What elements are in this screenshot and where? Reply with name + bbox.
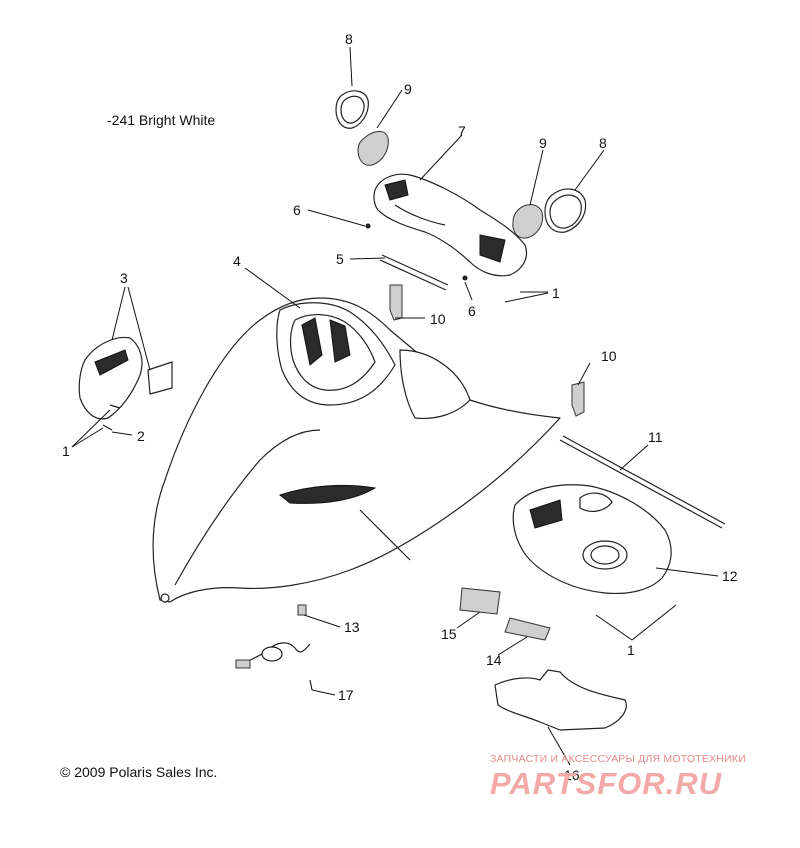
callout-label: 11	[648, 429, 663, 445]
callout-label: 6	[293, 202, 301, 218]
callout-label: 7	[458, 123, 466, 139]
callout-label: 16	[564, 767, 580, 783]
leader-lines	[71, 46, 719, 766]
callout-label: 1	[552, 285, 560, 301]
callout-label: 1	[627, 642, 635, 658]
bolt-part	[309, 679, 313, 691]
gauge-lens-right	[512, 204, 544, 239]
callout-label: 8	[345, 31, 353, 47]
callout-label: 10	[430, 311, 446, 327]
decal-part	[459, 587, 501, 615]
callout-label: 10	[601, 348, 617, 364]
hood-part	[152, 297, 561, 603]
watermark-tagline: ЗАПЧАСТИ И АКСЕССУАРЫ ДЛЯ МОТОТЕХНИКИ	[490, 753, 746, 765]
callout-label: 8	[599, 135, 607, 151]
callout-label: 9	[404, 81, 412, 97]
callout-label: 2	[137, 428, 145, 444]
color-note: -241 Bright White	[107, 112, 216, 128]
screw-icon	[365, 223, 371, 229]
liner-part	[494, 669, 627, 731]
callout-label: 3	[120, 270, 128, 286]
callout-label: 1	[62, 443, 70, 459]
storage-bin-part	[512, 484, 672, 595]
callout-labels: 8 9 7 9 8 6 5 1 6 10 4 3 10 2 1 11 12 13…	[62, 31, 738, 783]
callout-label: 4	[233, 253, 241, 269]
screw-icon	[462, 275, 468, 281]
wire-harness-part	[235, 604, 311, 669]
trim-strip-part	[379, 254, 449, 291]
watermark-logo: PARTSFOR.RU	[490, 766, 723, 801]
clip-part	[571, 381, 585, 417]
console-part	[373, 173, 528, 277]
callout-label: 13	[344, 619, 360, 635]
callout-label: 5	[336, 251, 344, 267]
callout-label: 6	[468, 303, 476, 319]
callout-label: 9	[539, 135, 547, 151]
gauge-ring-left	[335, 90, 369, 129]
clip-part	[389, 284, 403, 321]
copyright-text: © 2009 Polaris Sales Inc.	[60, 764, 218, 780]
callout-label: 15	[441, 626, 457, 642]
callout-label: 17	[338, 687, 354, 703]
callout-label: 12	[722, 568, 738, 584]
callout-label: 14	[486, 652, 502, 668]
left-bracket-part	[78, 336, 173, 431]
gauge-ring-right	[544, 188, 587, 233]
decal-part	[504, 617, 551, 641]
gauge-lens-left	[357, 131, 389, 166]
long-strip-part	[559, 435, 726, 529]
